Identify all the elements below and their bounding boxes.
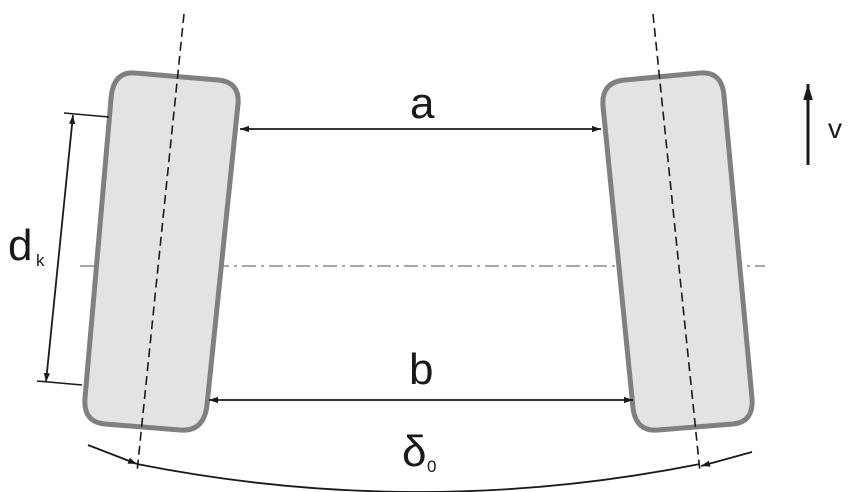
label-v: v (828, 113, 842, 144)
label-d-subscript: k (36, 251, 45, 270)
delta0-arrow-left (87, 444, 138, 465)
dimension-dk-arrow (43, 114, 76, 383)
right-wheel-plane-line (652, 13, 701, 473)
dk-extension-top (63, 112, 110, 118)
label-delta-subscript: 0 (427, 457, 436, 476)
label-delta: δ (402, 427, 427, 476)
delta0-arc (136, 463, 701, 492)
label-a: a (410, 79, 435, 128)
label-b: b (409, 345, 433, 394)
delta0-arrow-right (700, 451, 753, 467)
dk-extension-bottom (36, 380, 83, 386)
left-wheel-plane-line (136, 13, 185, 473)
left-tire (82, 70, 241, 433)
label-d: d (8, 221, 32, 270)
